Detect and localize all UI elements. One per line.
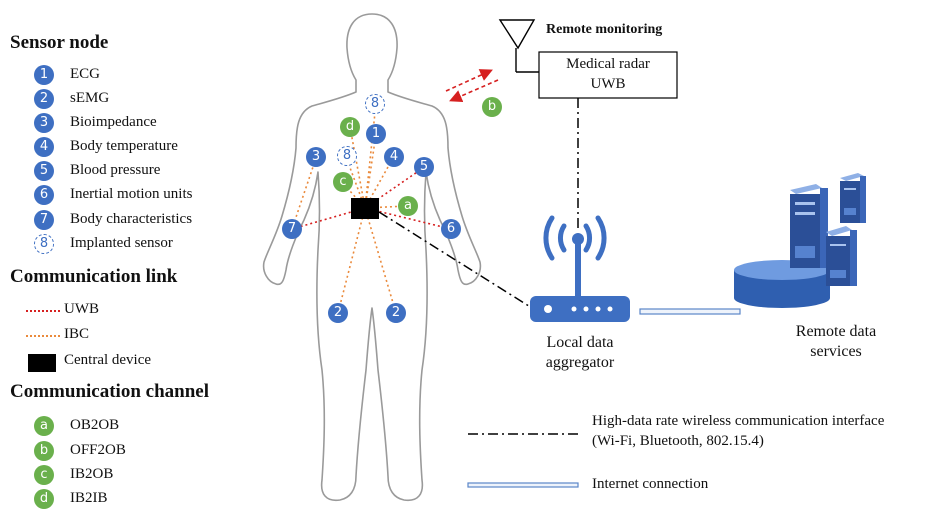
- sensor-badge-5: 5: [34, 161, 54, 181]
- sensor-badge-6: 6: [34, 185, 54, 205]
- sensor-badge-3: 3: [34, 113, 54, 133]
- body-sensor-7: 7: [282, 219, 302, 239]
- remote-data-services-icon: [734, 173, 866, 308]
- sensor-badge-4: 4: [34, 137, 54, 157]
- channel-badge-b: b: [34, 441, 54, 461]
- communication-link-heading: Communication link: [10, 266, 178, 287]
- radar-label-line2: UWB: [590, 76, 626, 92]
- ibc-line-swatch: [26, 335, 60, 337]
- sensor-node-heading: Sensor node: [10, 32, 109, 53]
- human-body-outline: [262, 13, 482, 502]
- sensor-badge-1: 1: [34, 65, 54, 85]
- radar-label-line1: Medical radar: [566, 56, 650, 72]
- legend-wireless-label-line2: (Wi-Fi, Bluetooth, 802.15.4): [592, 433, 764, 449]
- services-label-line1: Remote data: [795, 323, 877, 340]
- legend-internet-line: [467, 482, 579, 488]
- remote-monitoring-label: Remote monitoring: [546, 22, 663, 37]
- services-label-line2: services: [810, 343, 862, 360]
- body-sensor-4: 4: [384, 147, 404, 167]
- aggregator-label-line1: Local data: [546, 334, 614, 351]
- body-channel-c: c: [333, 172, 353, 192]
- legend-internet-label: Internet connection: [592, 476, 709, 492]
- offbody-channel-b: b: [482, 97, 502, 117]
- body-sensor-6: 6: [441, 219, 461, 239]
- antenna-icon: [498, 19, 539, 73]
- body-sensor-5: 5: [414, 157, 434, 177]
- channel-badge-d: d: [34, 489, 54, 509]
- aggregator-label-line2: aggregator: [545, 354, 615, 371]
- internet-link: [639, 308, 741, 315]
- body-sensor-2-right-leg: 2: [386, 303, 406, 323]
- central-device-swatch: [28, 354, 56, 372]
- body-channel-a: a: [398, 196, 418, 216]
- medical-radar-box: [538, 51, 678, 99]
- channel-badge-c: c: [34, 465, 54, 485]
- body-channel-d: d: [340, 117, 360, 137]
- channel-badge-a: a: [34, 416, 54, 436]
- sensor-badge-2: 2: [34, 89, 54, 109]
- communication-channel-heading: Communication channel: [10, 381, 209, 402]
- sensor-badge-8: 8: [34, 234, 54, 254]
- body-sensor-2-left-leg: 2: [328, 303, 348, 323]
- uwb-line-swatch: [26, 310, 60, 312]
- body-sensor-8-top: 8: [365, 94, 385, 114]
- body-sensor-8-chest: 8: [337, 146, 357, 166]
- uwb-radar-arrows: [445, 69, 499, 103]
- sensor-badge-7: 7: [34, 210, 54, 230]
- legend-wireless-label-line1: High-data rate wireless communication in…: [592, 413, 885, 429]
- router-icon: [530, 215, 630, 322]
- central-device: [351, 198, 379, 219]
- body-sensor-1: 1: [366, 124, 386, 144]
- body-sensor-3: 3: [306, 147, 326, 167]
